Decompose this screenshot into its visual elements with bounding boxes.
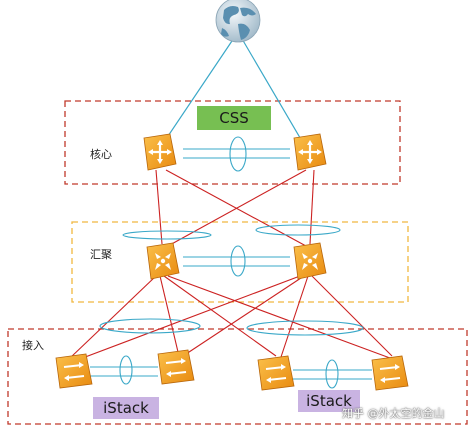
core-layer-label: 核心 — [90, 148, 112, 161]
aggregation-switch-left — [146, 242, 180, 280]
core-layer-box — [64, 100, 401, 185]
globe-icon — [215, 0, 261, 43]
access-layer-box — [7, 328, 468, 425]
aggregation-layer-label: 汇聚 — [90, 248, 112, 261]
access-switch-2 — [157, 349, 195, 385]
watermark: 知乎 @外太空的金山 — [342, 407, 445, 420]
peer-links — [90, 148, 372, 380]
istack-tag-right: iStack — [298, 390, 360, 412]
aggregation-access-links — [69, 275, 393, 363]
access-switch-3 — [257, 355, 295, 391]
access-layer-label: 接入 — [22, 339, 44, 352]
aggregation-switch-right — [293, 242, 327, 280]
access-switch-1 — [55, 353, 93, 389]
access-switch-4 — [371, 355, 409, 391]
core-aggregation-links — [155, 169, 315, 247]
core-switch-right — [293, 133, 327, 171]
internet-uplinks — [159, 31, 307, 149]
link-aggregation-rings — [99, 136, 364, 389]
istack-tag-left: iStack — [93, 397, 159, 419]
core-switch-left — [143, 133, 177, 171]
css-tag: CSS — [197, 106, 271, 130]
aggregation-layer-box — [71, 221, 409, 303]
